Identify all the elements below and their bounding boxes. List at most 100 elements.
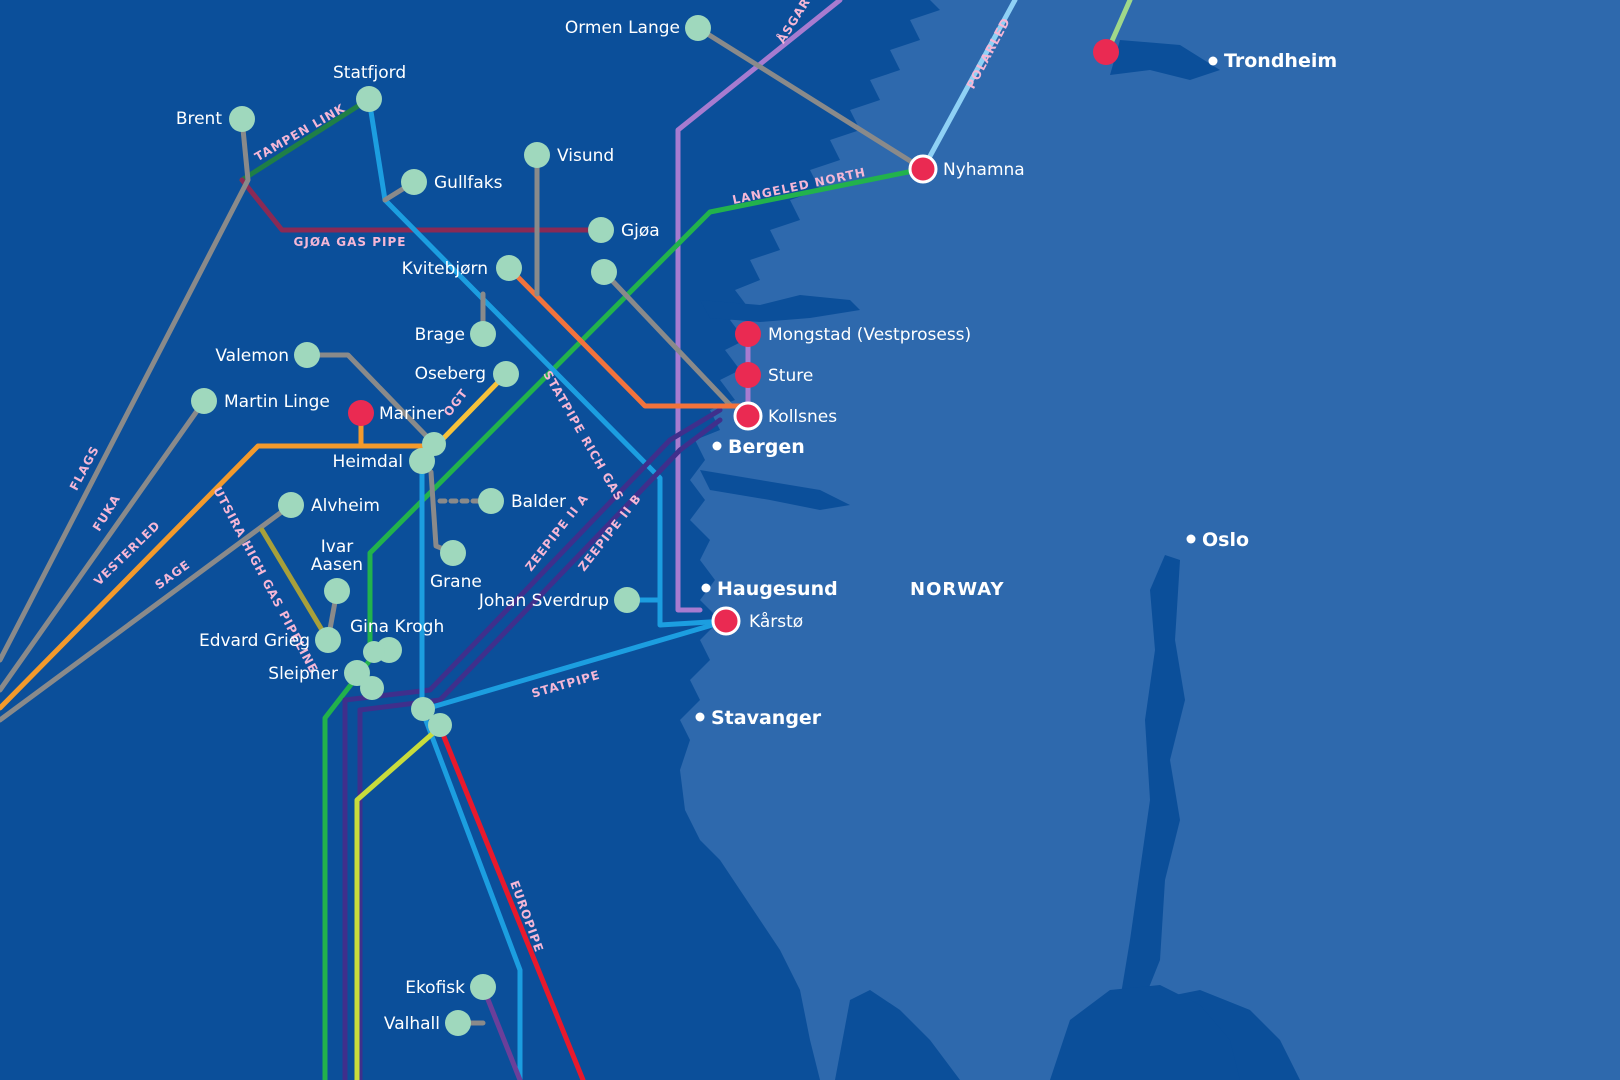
terminal-node-karsto[interactable] (711, 606, 741, 636)
field-node-grane[interactable] (440, 540, 466, 566)
pipeline-sleip_y (354, 724, 443, 1080)
field-node-troll[interactable] (591, 259, 617, 285)
pipeline-valemon_l (304, 352, 439, 449)
city-dot-haugesund (701, 583, 711, 593)
field-node-valemon[interactable] (294, 342, 320, 368)
norway-landmass (680, 0, 1620, 1080)
field-node-balder[interactable] (478, 488, 504, 514)
field-label-balder: Balder (511, 492, 566, 512)
pipeline-statpiperich (366, 96, 729, 628)
trondheimsfjord (1110, 40, 1220, 80)
field-label-ormen: Ormen Lange (565, 18, 680, 38)
field-node-valhall[interactable] (445, 1010, 471, 1036)
pipeline-ormen_l (695, 25, 926, 172)
field-node-heimdal-b (422, 432, 446, 456)
field-node-hub-a (411, 697, 435, 721)
field-node-martinlinge[interactable] (191, 388, 217, 414)
pipeline-flags (0, 116, 251, 663)
field-label-gjoa: Gjøa (621, 221, 660, 241)
city-dot-oslo (1186, 534, 1196, 544)
pipeline-troll_k (601, 269, 733, 408)
terminal-node-mariner[interactable] (348, 400, 374, 426)
city-label-trondheim: Trondheim (1224, 50, 1337, 72)
field-label-sleipner: Sleipner (268, 664, 338, 684)
field-label-ekofisk: Ekofisk (405, 978, 465, 998)
field-node-alvheim[interactable] (278, 492, 304, 518)
field-node-ormen[interactable] (685, 15, 711, 41)
field-node-hub-b (428, 713, 452, 737)
sognefjord (700, 295, 860, 322)
field-node-sleipner[interactable] (344, 660, 370, 686)
hardangerfjord (700, 470, 850, 510)
terminal-label-karsto: Kårstø (749, 611, 803, 632)
pipeline-zeepipe2b (357, 417, 723, 1080)
terminal-label-kollsnes: Kollsnes (768, 407, 837, 427)
field-node-oseberg[interactable] (493, 361, 519, 387)
pipeline-gjoagas (239, 177, 604, 233)
field-label-brage: Brage (415, 325, 465, 345)
city-label-stavanger: Stavanger (711, 707, 822, 729)
field-node-sleipner-b (360, 676, 384, 700)
pipelines (0, 0, 1133, 1080)
terminal-label-sture: Sture (768, 366, 813, 386)
terminal-node-kollsnes[interactable] (733, 401, 763, 431)
pipeline-tampen (239, 96, 372, 183)
field-node-visund[interactable] (524, 142, 550, 168)
field-node-gullfaks[interactable] (401, 169, 427, 195)
field-node-kvitebjorn[interactable] (496, 255, 522, 281)
city-label-bergen: Bergen (728, 436, 805, 458)
field-label-gullfaks: Gullfaks (434, 173, 503, 193)
pipeline-zeepipe2a (342, 407, 723, 1080)
field-label-edvardgrieg: Edvard Grieg (199, 631, 310, 651)
field-label-alvheim: Alvheim (311, 496, 380, 516)
pipeline-ekofisk_l (480, 984, 523, 1080)
terminal-label-nyhamna: Nyhamna (943, 160, 1025, 180)
terminal-node-mongstad[interactable] (735, 321, 761, 347)
field-label-grane: Grane (430, 572, 482, 592)
oslofjord (1120, 555, 1185, 1010)
field-node-statfjord[interactable] (356, 86, 382, 112)
field-node-edvardgrieg[interactable] (315, 627, 341, 653)
city-dot-stavanger (695, 712, 705, 722)
field-node-brage[interactable] (470, 321, 496, 347)
terminal-node-north (1093, 39, 1119, 65)
terminal-node-sture[interactable] (735, 362, 761, 388)
field-label-visund: Visund (557, 146, 614, 166)
pipeline-label-gjoagas: GJØA GAS PIPE (294, 235, 407, 249)
city-label-oslo: Oslo (1202, 529, 1249, 551)
city-label-haugesund: Haugesund (717, 578, 838, 600)
nodes (191, 15, 1218, 1036)
field-label-heimdal: Heimdal (333, 452, 403, 472)
field-node-ivaraasen[interactable] (324, 578, 350, 604)
pipeline-sage (0, 502, 294, 723)
field-label-ginakrogh: Gina Krogh (350, 617, 444, 637)
field-node-brent[interactable] (229, 106, 255, 132)
field-label-oseberg: Oseberg (415, 364, 486, 384)
field-label-valemon: Valemon (215, 346, 289, 366)
city-dot-bergen (712, 441, 722, 451)
field-node-ekofisk[interactable] (470, 974, 496, 1000)
pipeline-vesterled (0, 443, 425, 711)
terminal-node-nyhamna[interactable] (908, 154, 938, 184)
pipeline-langeled (322, 166, 926, 1080)
field-node-johansverdrup[interactable] (614, 587, 640, 613)
field-label-kvitebjorn: Kvitebjørn (402, 259, 488, 279)
pipeline-statpipe (419, 618, 729, 1080)
city-dot-trondheim (1208, 56, 1218, 66)
country-label: NORWAY (910, 579, 1005, 600)
field-node-gjoa[interactable] (588, 217, 614, 243)
pipeline-europipe (437, 724, 586, 1080)
field-label-valhall: Valhall (384, 1014, 440, 1034)
field-label-martinlinge: Martin Linge (224, 392, 330, 412)
pipeline-ogt (433, 371, 509, 449)
field-label-johansverdrup: Johan Sverdrup (478, 591, 609, 611)
pipeline-fuka (0, 398, 207, 693)
skagerrak (1050, 985, 1240, 1080)
terminal-label-mongstad: Mongstad (Vestprosess) (768, 325, 971, 345)
node-labels: Ormen LangeStatfjordBrentGullfaksVisundG… (176, 18, 1337, 1034)
field-node-extra (363, 641, 385, 663)
field-label-brent: Brent (176, 109, 223, 129)
pipeline-kvite_k (506, 265, 751, 409)
